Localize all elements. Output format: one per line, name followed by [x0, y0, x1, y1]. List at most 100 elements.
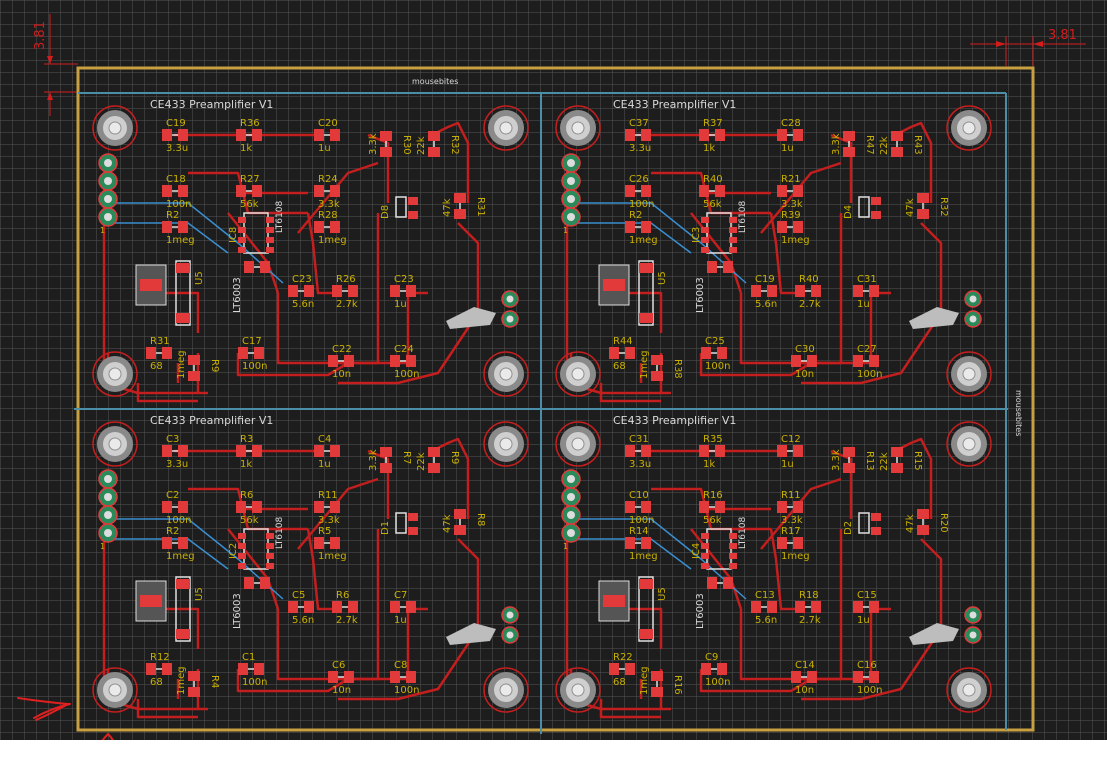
mounting-hole[interactable]: [555, 667, 601, 713]
smd-pad[interactable]: [428, 147, 440, 157]
ic-pad[interactable]: [729, 217, 737, 223]
smd-pad[interactable]: [162, 537, 172, 549]
battery-pad[interactable]: [603, 279, 625, 291]
smd-pad[interactable]: [330, 129, 340, 141]
mounting-hole[interactable]: [483, 351, 529, 397]
smd-pad[interactable]: [314, 501, 324, 513]
mounting-hole[interactable]: [92, 351, 138, 397]
smd-pad[interactable]: [777, 501, 787, 513]
smd-pad[interactable]: [751, 285, 761, 297]
pin-header-left[interactable]: [98, 469, 118, 543]
smd-pad[interactable]: [390, 671, 400, 683]
smd-pad[interactable]: [777, 445, 787, 457]
ic-pad[interactable]: [701, 563, 709, 569]
smd-pad[interactable]: [891, 131, 903, 141]
smd-pad[interactable]: [625, 663, 635, 675]
ic-pad[interactable]: [701, 543, 709, 549]
smd-pad[interactable]: [236, 501, 246, 513]
smd-pad[interactable]: [917, 525, 929, 535]
mounting-hole[interactable]: [946, 667, 992, 713]
smd-pad[interactable]: [917, 193, 929, 203]
ic-pad[interactable]: [238, 563, 246, 569]
smd-pad[interactable]: [767, 285, 777, 297]
smd-pad[interactable]: [651, 687, 663, 697]
resistor-R6[interactable]: R62.7k: [332, 590, 358, 626]
smd-pad[interactable]: [767, 601, 777, 613]
smd-pad[interactable]: [454, 193, 466, 203]
smd-pad[interactable]: [406, 355, 416, 367]
smd-pad[interactable]: [625, 129, 635, 141]
ic-pad[interactable]: [266, 533, 274, 539]
smd-pad[interactable]: [314, 185, 324, 197]
smd-pad[interactable]: [791, 671, 801, 683]
smd-pad[interactable]: [715, 445, 725, 457]
smd-pad[interactable]: [699, 445, 709, 457]
smd-pad[interactable]: [641, 185, 651, 197]
ic-pad[interactable]: [729, 543, 737, 549]
battery-holder[interactable]: [598, 580, 630, 622]
ic-pad[interactable]: [266, 217, 274, 223]
smd-pad[interactable]: [406, 601, 416, 613]
battery-holder[interactable]: [135, 264, 167, 306]
smd-pad[interactable]: [853, 671, 863, 683]
capacitor-C3[interactable]: C33.3u: [162, 434, 188, 470]
pin-header-left[interactable]: [98, 153, 118, 227]
smd-pad[interactable]: [428, 463, 440, 473]
ic-pad[interactable]: [266, 227, 274, 233]
smd-pad[interactable]: [917, 209, 929, 219]
smd-pad[interactable]: [651, 371, 663, 381]
mounting-hole[interactable]: [555, 421, 601, 467]
smd-pad[interactable]: [777, 221, 787, 233]
mounting-hole[interactable]: [555, 105, 601, 151]
battery-pad[interactable]: [140, 279, 162, 291]
smd-pad[interactable]: [344, 355, 354, 367]
smd-pad[interactable]: [188, 371, 200, 381]
smd-pad[interactable]: [188, 355, 200, 365]
smd-pad[interactable]: [625, 501, 635, 513]
smd-pad[interactable]: [454, 525, 466, 535]
smd-pad[interactable]: [715, 501, 725, 513]
smd-pad[interactable]: [707, 577, 717, 589]
smd-pad[interactable]: [454, 209, 466, 219]
smd-pad[interactable]: [853, 355, 863, 367]
smd-pad[interactable]: [715, 185, 725, 197]
smd-pad[interactable]: [348, 285, 358, 297]
smd-pad[interactable]: [843, 463, 855, 473]
diode-pad[interactable]: [871, 527, 881, 535]
smd-pad[interactable]: [314, 129, 324, 141]
smd-pad[interactable]: [252, 501, 262, 513]
ic-pad[interactable]: [729, 247, 737, 253]
smd-pad[interactable]: [793, 129, 803, 141]
battery-holder[interactable]: [135, 580, 167, 622]
board-outline[interactable]: [76, 66, 1035, 732]
smd-pad[interactable]: [178, 445, 188, 457]
smd-pad[interactable]: [328, 671, 338, 683]
smd-pad[interactable]: [777, 185, 787, 197]
